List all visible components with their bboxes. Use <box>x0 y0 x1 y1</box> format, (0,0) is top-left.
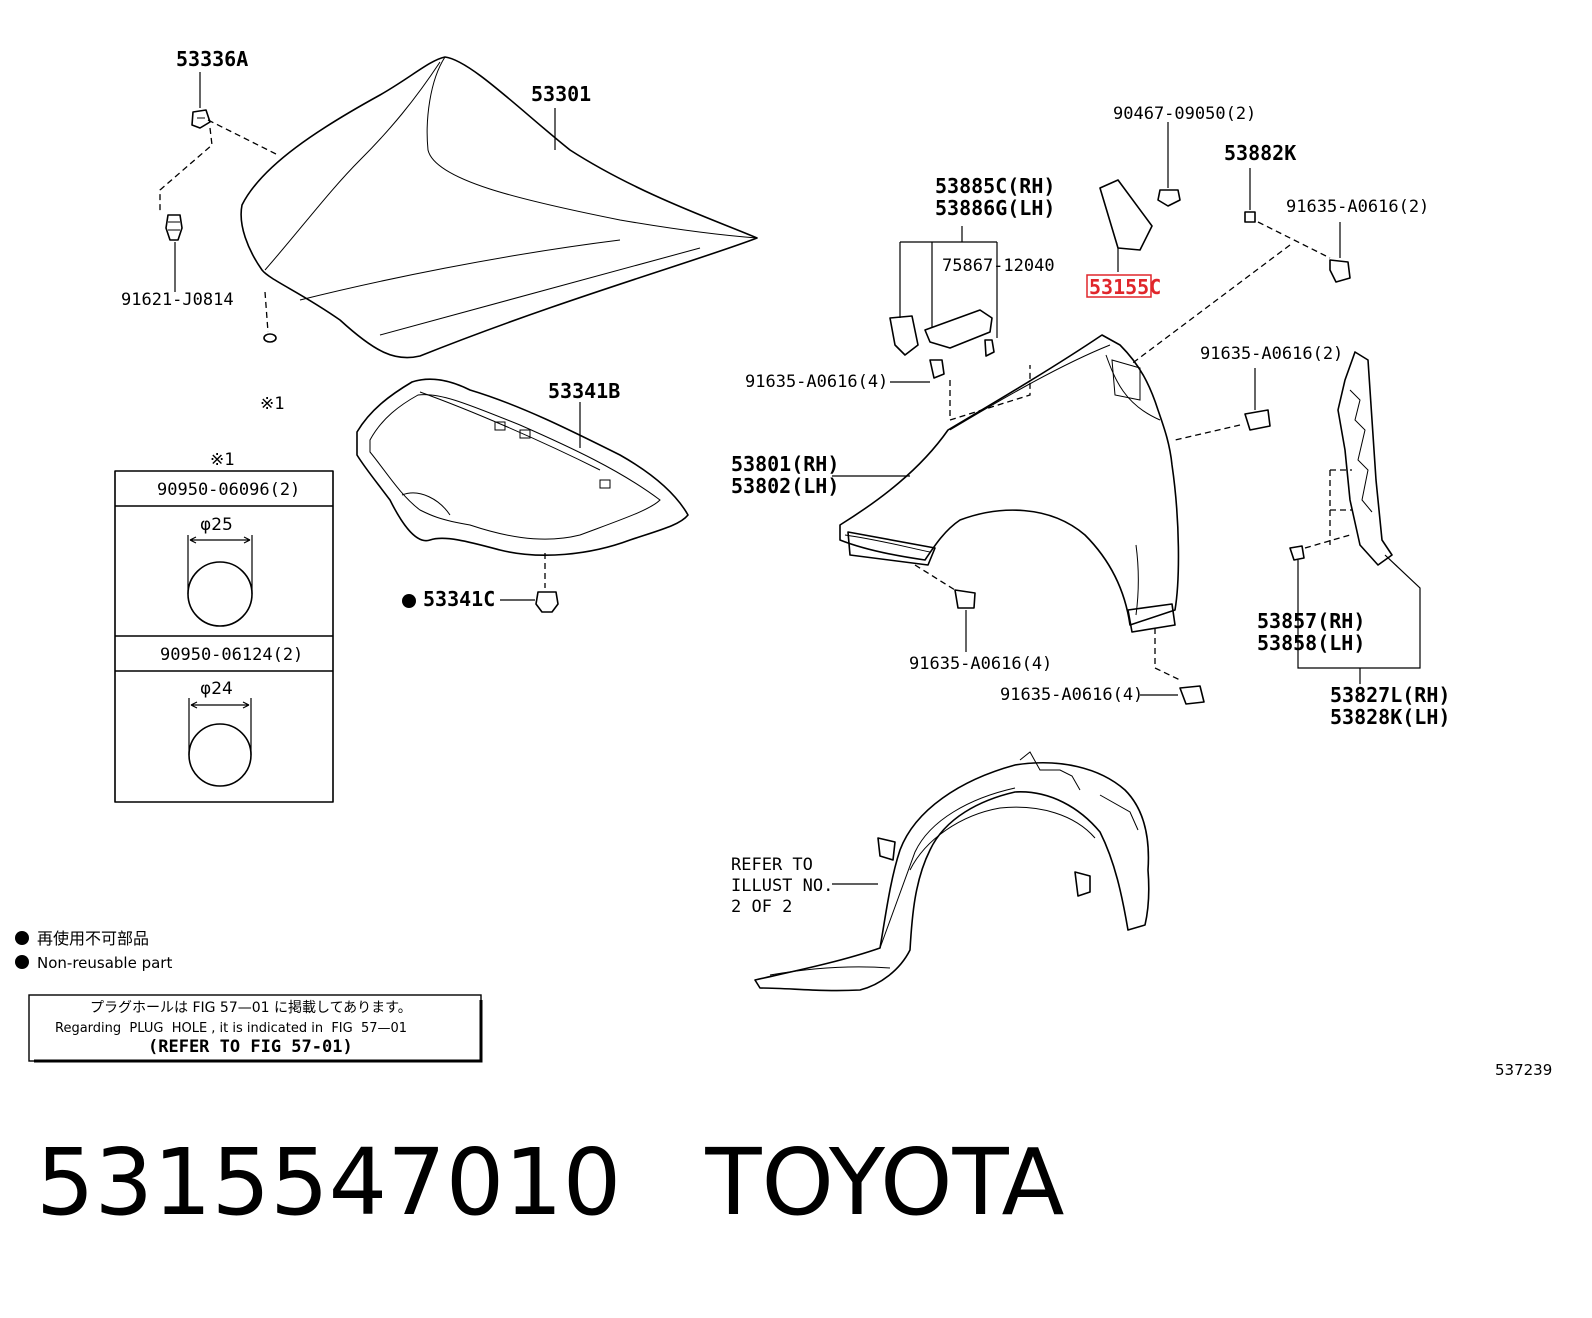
fender-liner-pad <box>1099 179 1153 251</box>
plug-table-mark: ※1 <box>210 450 234 470</box>
hood-panel <box>240 56 758 359</box>
label-75867: 75867-12040 <box>942 256 1055 276</box>
plug-table <box>114 470 334 803</box>
hood-bumper <box>191 109 211 129</box>
seal-53882k <box>1244 211 1256 223</box>
label-53827l: 53827L(RH) <box>1330 683 1450 707</box>
hood-insulator <box>356 378 689 556</box>
label-91621: 91621-J0814 <box>121 290 234 310</box>
legend-en: Non-reusable part <box>37 954 172 972</box>
highlight-box <box>1086 274 1152 298</box>
plug-circle-25 <box>187 561 253 627</box>
label-refer-1: REFER TO <box>731 855 813 875</box>
non-reusable-dot <box>402 594 416 608</box>
label-53828k: 53828K(LH) <box>1330 705 1450 729</box>
bolt-mid <box>1244 409 1271 431</box>
label-53857: 53857(RH) <box>1257 609 1365 633</box>
plug-table-row2-dia: φ24 <box>200 679 233 699</box>
label-91635-left: 91635-A0616(4) <box>745 372 888 392</box>
legend-jp: 再使用不可部品 <box>37 929 149 948</box>
label-53886g: 53886G(LH) <box>935 196 1055 220</box>
plug-table-row2-part: 90950-06124(2) <box>160 645 303 665</box>
label-91635-mid: 91635-A0616(2) <box>1200 344 1343 364</box>
label-53802: 53802(LH) <box>731 474 839 498</box>
label-ref1: ※1 <box>260 394 284 414</box>
footer-title: 5315547010 TOYOTA <box>36 1128 1149 1238</box>
bolt-top <box>1329 259 1351 283</box>
note-en: Regarding PLUG HOLE , it is indicated in… <box>55 1021 407 1036</box>
bolt-bottom-left <box>954 589 976 609</box>
legend-dot-jp <box>15 931 29 945</box>
label-refer-3: 2 OF 2 <box>731 897 792 917</box>
label-53885c: 53885C(RH) <box>935 174 1055 198</box>
plug-circle-24 <box>188 723 252 787</box>
label-53336a: 53336A <box>176 47 248 71</box>
bolt-91621 <box>165 214 183 241</box>
plug-table-row1-dia: φ25 <box>200 515 233 535</box>
label-53858: 53858(LH) <box>1257 631 1365 655</box>
label-90467: 90467-09050(2) <box>1113 104 1256 124</box>
plug-table-row1-part: 90950-06096(2) <box>157 480 300 500</box>
label-53155c: 53155C <box>1089 275 1161 299</box>
label-53301: 53301 <box>531 82 591 106</box>
fender-bracket <box>889 309 995 379</box>
label-91635-bottom: 91635-A0616(4) <box>909 654 1052 674</box>
figure-id: 537239 <box>1495 1061 1552 1079</box>
note-jp: プラグホールは FIG 57—01 に掲載してあります。 <box>90 1000 412 1016</box>
footer-brand: TOYOTA <box>705 1129 1065 1236</box>
label-refer-2: ILLUST NO. <box>731 876 833 896</box>
label-91635-bottom-right: 91635-A0616(4) <box>1000 685 1143 705</box>
label-53882k: 53882K <box>1224 141 1296 165</box>
label-91635-top: 91635-A0616(2) <box>1286 197 1429 217</box>
clip-53341c <box>535 591 559 613</box>
legend-dot-en <box>15 955 29 969</box>
plug-hole <box>263 333 277 343</box>
fender-seal <box>1289 351 1393 566</box>
label-53341c: 53341C <box>423 587 495 611</box>
clip-90467 <box>1157 189 1181 207</box>
footer-part-number: 5315547010 <box>36 1129 622 1236</box>
label-53801: 53801(RH) <box>731 452 839 476</box>
bolt-bottom-right <box>1179 685 1205 705</box>
fender-liner <box>754 751 1150 992</box>
label-53341b: 53341B <box>548 379 620 403</box>
front-fender <box>839 334 1180 633</box>
note-ref: (REFER TO FIG 57-01) <box>148 1037 353 1057</box>
